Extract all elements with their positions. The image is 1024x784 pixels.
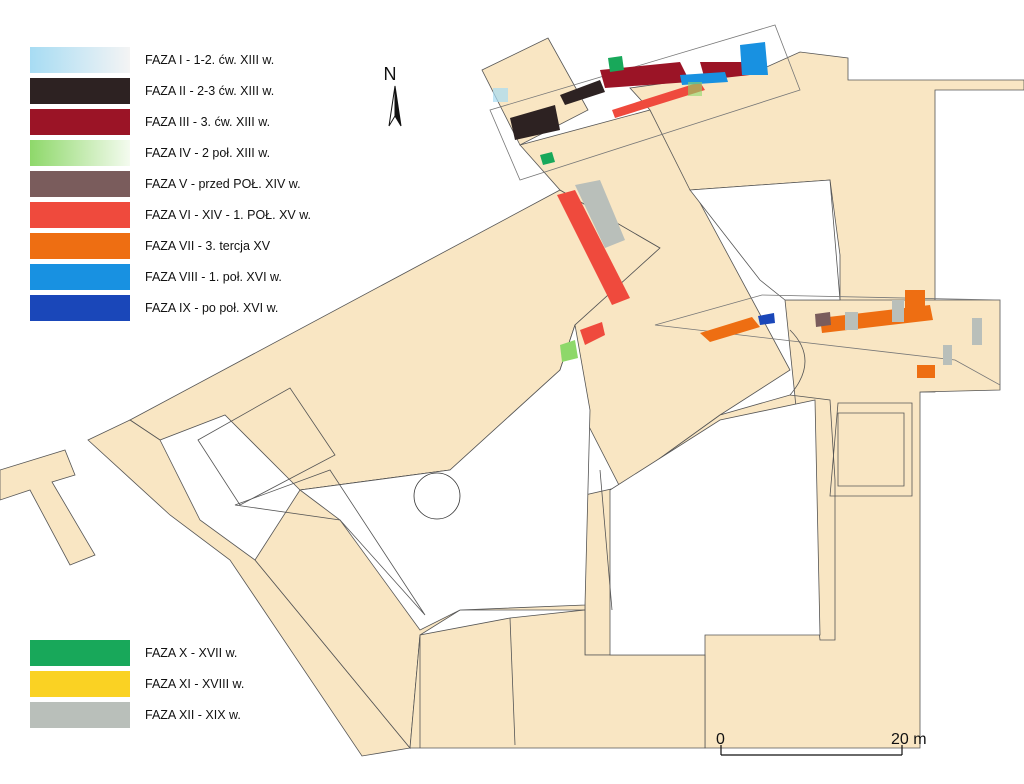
legend-item: FAZA V - przed POŁ. XIV w. [30,171,311,197]
legend-swatch [30,202,130,228]
phase-iv-patch [560,340,578,362]
phase-vi-wall [557,190,630,305]
main-courtyard [298,324,591,631]
phase-xii-wall [943,345,952,365]
far-west-arm [0,449,96,566]
phase-i-patch [493,88,508,102]
phase-viii-wall [740,42,768,75]
legend-label: FAZA VI - XIV - 1. POŁ. XV w. [145,208,312,222]
phase-x-wall [540,152,555,165]
phase-legend: FAZA I - 1-2. ćw. XIII w. FAZA II - 2-3 ć… [30,47,311,326]
legend-label: FAZA XI - XVIII w. [145,677,245,691]
legend-swatch [30,233,130,259]
north-courtyard [689,179,841,301]
legend-item: FAZA IX - po poł. XVI w. [30,295,311,321]
phase-xii-wall [972,318,982,345]
legend-item: FAZA X - XVII w. [30,640,244,666]
courtyards [298,179,841,656]
legend-item: FAZA XII - XIX w. [30,702,244,728]
stair-curve [789,329,806,396]
phase-ii-wall [510,105,560,140]
legend-item: FAZA II - 2-3 ćw. XIII w. [30,78,311,104]
legend-item: FAZA XI - XVIII w. [30,671,244,697]
legend-swatch [30,47,130,73]
legend-label: FAZA I - 1-2. ćw. XIII w. [145,53,275,67]
legend-item: FAZA VII - 3. tercja XV [30,233,311,259]
legend-label: FAZA V - przed POŁ. XIV w. [145,177,301,191]
room-outline [829,402,913,497]
phase-vii-wall [700,317,760,342]
phase-ii-wall [560,80,605,105]
phase-ix-wall [758,313,775,325]
north-label: N [383,64,397,84]
room-outline [234,469,426,616]
phase-legend-later: FAZA X - XVII w. FAZA XI - XVIII w. FAZA X… [30,640,244,733]
phase-vii-wall [905,290,925,320]
legend-label: FAZA VIII - 1. poł. XVI w. [145,270,282,284]
legend-label: FAZA X - XVII w. [145,646,238,660]
legend-item: FAZA VIII - 1. poł. XVI w. [30,264,311,290]
room-outline [837,412,905,487]
legend-item: FAZA IV - 2 poł. XIII w. [30,140,311,166]
phase-v-wall [815,312,831,327]
legend-label: FAZA IX - po poł. XVI w. [145,301,279,315]
legend-label: FAZA VII - 3. tercja XV [145,239,271,253]
scale-start-label: 0 [716,731,725,748]
legend-swatch [30,671,130,697]
legend-swatch [30,140,130,166]
phase-xii-wall [845,312,858,330]
phase-viii-wall [680,72,728,85]
legend-label: FAZA IV - 2 poł. XIII w. [145,146,271,160]
phase-vi-wall [612,82,705,118]
legend-swatch [30,78,130,104]
south-range-east [409,609,706,749]
wall-line [599,469,613,611]
legend-item: FAZA III - 3. ćw. XIII w. [30,109,311,135]
phase-features [493,42,982,378]
east-courtyard [609,399,821,656]
excavation-outline [654,294,1001,386]
excavation-outline [489,24,801,181]
legend-item: FAZA I - 1-2. ćw. XIII w. [30,47,311,73]
north-arrow-icon [388,85,402,127]
legend-label: FAZA XII - XIX w. [145,708,241,722]
northwest-tower [481,37,589,146]
legend-label: FAZA II - 2-3 ćw. XIII w. [145,84,275,98]
north-arrow: N [379,64,409,130]
phase-vii-wall [917,365,935,378]
scale-bar-line [720,745,903,756]
phase-vi-wall [580,322,605,345]
plan-outlines [197,24,1001,748]
legend-swatch [30,171,130,197]
legend-swatch [30,295,130,321]
wall-line [509,617,516,746]
phase-x-wall [608,56,624,72]
legend-item: FAZA VI - XIV - 1. POŁ. XV w. [30,202,311,228]
legend-swatch [30,109,130,135]
phase-xii-wall [575,180,625,248]
scale-bar: 0 20 m [716,731,936,761]
room-outline [197,387,336,506]
legend-label: FAZA III - 3. ćw. XIII w. [145,115,271,129]
legend-swatch [30,702,130,728]
well-circle [413,472,461,520]
phase-iv-patch [688,82,702,96]
legend-swatch [30,640,130,666]
legend-swatch [30,264,130,290]
scale-end-label: 20 m [891,731,927,748]
phase-xii-wall [892,300,904,322]
